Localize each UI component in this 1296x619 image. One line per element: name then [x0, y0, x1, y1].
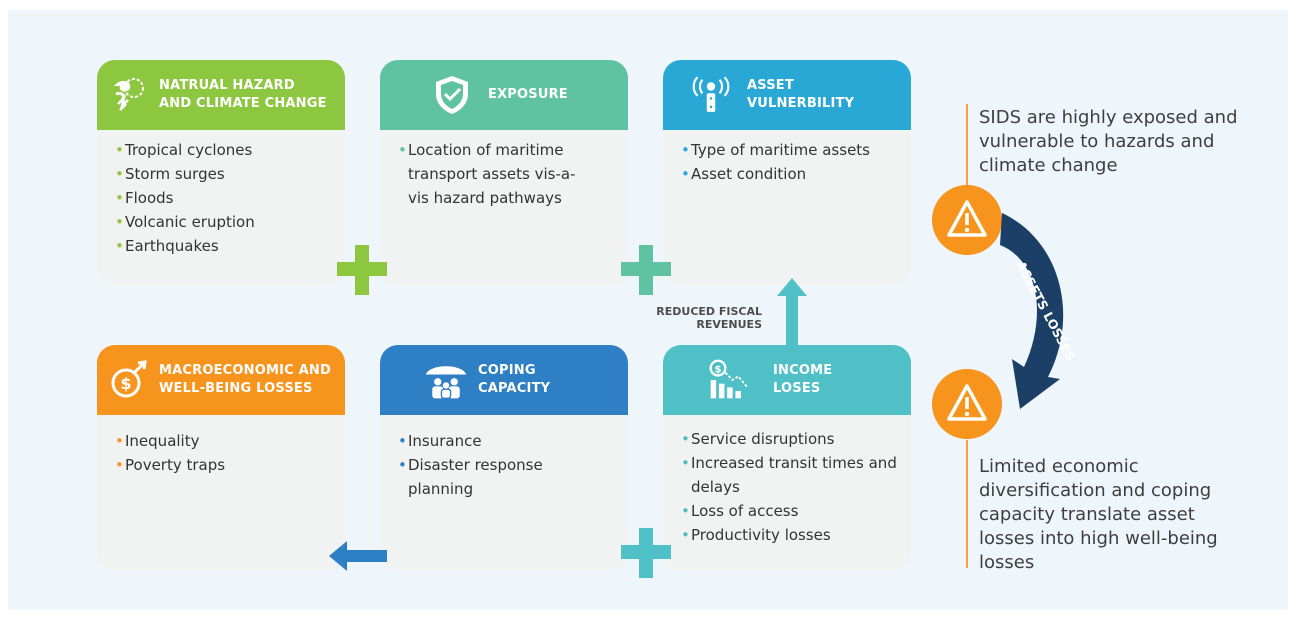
list-item: •Asset condition	[681, 165, 807, 183]
list-item: •Increased transit times and delays	[681, 454, 897, 496]
list-item: •Type of maritime assets	[681, 141, 870, 159]
list-item: •Floods	[115, 189, 174, 207]
vulnerability-header: ASSET VULNERBILITY	[663, 60, 911, 130]
divider-line	[966, 104, 968, 194]
assets-losses-curved-arrow: ASSETS LOSSES	[1000, 213, 1079, 409]
cyclone-icon	[107, 73, 151, 117]
money-down-icon: $	[107, 358, 151, 402]
hazard-list: •Tropical cyclones •Storm surges •Floods…	[97, 130, 345, 258]
svg-text:$: $	[120, 374, 131, 393]
side-text-top: SIDS are highly exposed and vulnerable t…	[979, 107, 1238, 176]
list-item: •Volcanic eruption	[115, 213, 255, 231]
shield-check-icon	[430, 73, 474, 117]
coping-card: COPING CAPACITY •Insurance •Disaster res…	[380, 345, 628, 571]
list-item: •Tropical cyclones	[115, 141, 253, 159]
income-title: INCOME LOSES	[773, 363, 833, 396]
svg-text:$: $	[714, 365, 721, 376]
macro-card: $ MACROECONOMIC AND WELL-BEING LOSSES •I…	[97, 345, 345, 571]
list-item: •Storm surges	[115, 165, 225, 183]
income-header: $ INCOME LOSES	[663, 345, 911, 415]
divider-line	[966, 440, 968, 568]
exposure-header: EXPOSURE	[380, 60, 628, 130]
exposure-title: EXPOSURE	[488, 87, 568, 102]
coping-list: •Insurance •Disaster response planning	[380, 415, 596, 501]
signal-tower-icon	[689, 73, 733, 117]
vulnerability-title: ASSET VULNERBILITY	[747, 78, 855, 111]
hazard-title: NATRUAL HAZARD AND CLIMATE CHANGE	[159, 78, 327, 111]
list-item: •Disaster response planning	[398, 456, 543, 498]
list-item: •Service disruptions	[681, 430, 835, 448]
list-item: •Productivity losses	[681, 526, 831, 544]
fiscal-revenues-label: REDUCED FISCAL REVENUES	[656, 305, 762, 331]
macro-title: MACROECONOMIC AND WELL-BEING LOSSES	[159, 363, 331, 396]
hazard-header: NATRUAL HAZARD AND CLIMATE CHANGE	[97, 60, 345, 130]
vulnerability-card: ASSET VULNERBILITY •Type of maritime ass…	[663, 60, 911, 286]
exposure-card: EXPOSURE •Location of maritime transport…	[380, 60, 628, 286]
left-arrow-icon	[329, 541, 387, 571]
coping-header: COPING CAPACITY	[380, 345, 628, 415]
list-item: •Earthquakes	[115, 237, 219, 255]
list-item: •Poverty traps	[115, 456, 226, 474]
macro-list: •Inequality •Poverty traps	[97, 415, 345, 477]
up-arrow-icon	[777, 278, 807, 348]
warning-icon	[932, 369, 1002, 439]
exposure-list: •Location of maritime transport assets v…	[380, 130, 596, 210]
income-list: •Service disruptions •Increased transit …	[663, 415, 911, 547]
umbrella-family-icon	[424, 358, 468, 402]
list-item: •Insurance	[398, 432, 482, 450]
warning-icon	[932, 185, 1002, 255]
declining-income-icon: $	[707, 358, 751, 402]
list-item: •Inequality	[115, 432, 200, 450]
income-card: $ INCOME LOSES •Service disruptions •Inc…	[663, 345, 911, 571]
vulnerability-list: •Type of maritime assets •Asset conditio…	[663, 130, 911, 186]
macro-header: $ MACROECONOMIC AND WELL-BEING LOSSES	[97, 345, 345, 415]
side-text-bottom: Limited economic diversification and cop…	[979, 456, 1218, 573]
coping-title: COPING CAPACITY	[478, 363, 551, 396]
list-item: •Loss of access	[681, 502, 799, 520]
list-item: •Location of maritime transport assets v…	[398, 141, 576, 207]
hazard-card: NATRUAL HAZARD AND CLIMATE CHANGE •Tropi…	[97, 60, 345, 286]
